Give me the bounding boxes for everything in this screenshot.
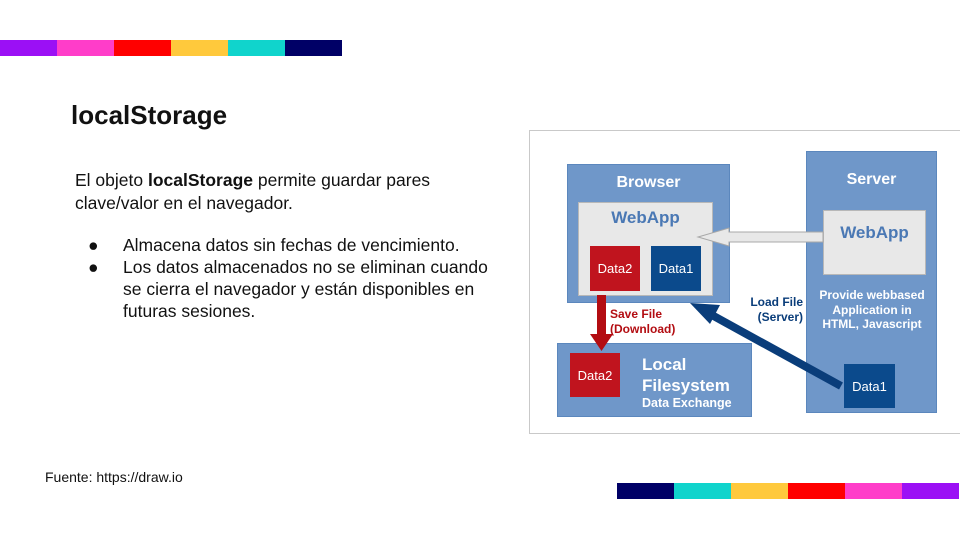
bullet-dot-icon: ●: [88, 257, 99, 277]
save-file-arrow: [590, 295, 613, 351]
webapp-transfer-arrow: [696, 227, 824, 247]
intro-suffix: permite guardar pares clave/valor en el …: [75, 170, 431, 213]
source-caption: Fuente: https://draw.io: [45, 469, 183, 485]
save-file-label: Save File (Download): [610, 307, 676, 336]
server-title: Server: [846, 171, 897, 188]
stripe-teal: [228, 40, 285, 56]
filesystem-title: Local Filesystem: [642, 355, 730, 395]
bullet-text-2: Los datos almacenados no se eliminan cua…: [123, 257, 488, 321]
stripe-navy: [285, 40, 342, 56]
stripe-yellow: [731, 483, 788, 499]
server-webapp-box: [823, 210, 926, 275]
stripe-pink: [57, 40, 114, 56]
stripe-purple: [0, 40, 57, 56]
bullet-item-2: ● Los datos almacenados no se eliminan cu…: [88, 256, 508, 322]
intro-prefix: El objeto: [75, 170, 148, 190]
server-data1-box: Data1: [844, 364, 895, 408]
load-file-label: Load File (Server): [750, 295, 803, 324]
bullet-dot-icon: ●: [88, 235, 99, 255]
browser-title: Browser: [616, 174, 681, 191]
bullet-list: ● Almacena datos sin fechas de vencimient…: [88, 234, 508, 322]
load-file-arrow: [690, 303, 843, 390]
top-color-stripe: [0, 40, 342, 56]
stripe-red: [788, 483, 845, 499]
server-description: Provide webbased Application in HTML, Ja…: [819, 288, 925, 331]
stripe-red: [114, 40, 171, 56]
server-webapp-label: WebApp: [840, 223, 909, 242]
diagram-arrows: [590, 227, 843, 390]
filesystem-data2-box: Data2: [570, 353, 620, 397]
browser-data1-box: Data1: [651, 246, 701, 291]
filesystem-subtitle: Data Exchange: [642, 396, 732, 410]
bottom-color-stripe: [617, 483, 959, 499]
stripe-navy: [617, 483, 674, 499]
bullet-item-1: ● Almacena datos sin fechas de vencimient…: [88, 234, 508, 256]
stripe-yellow: [171, 40, 228, 56]
browser-webapp-label: WebApp: [611, 208, 680, 227]
stripe-pink: [845, 483, 902, 499]
slide-title: localStorage: [71, 100, 228, 130]
stripe-purple: [902, 483, 959, 499]
stripe-teal: [674, 483, 731, 499]
intro-paragraph: El objeto localStorage permite guardar p…: [75, 169, 475, 215]
storage-diagram: Browser WebApp Data2 Data1 Server WebApp…: [529, 130, 960, 434]
bullet-text-1: Almacena datos sin fechas de vencimiento…: [123, 235, 460, 255]
intro-keyword: localStorage: [147, 170, 254, 190]
browser-data2-box: Data2: [590, 246, 640, 291]
